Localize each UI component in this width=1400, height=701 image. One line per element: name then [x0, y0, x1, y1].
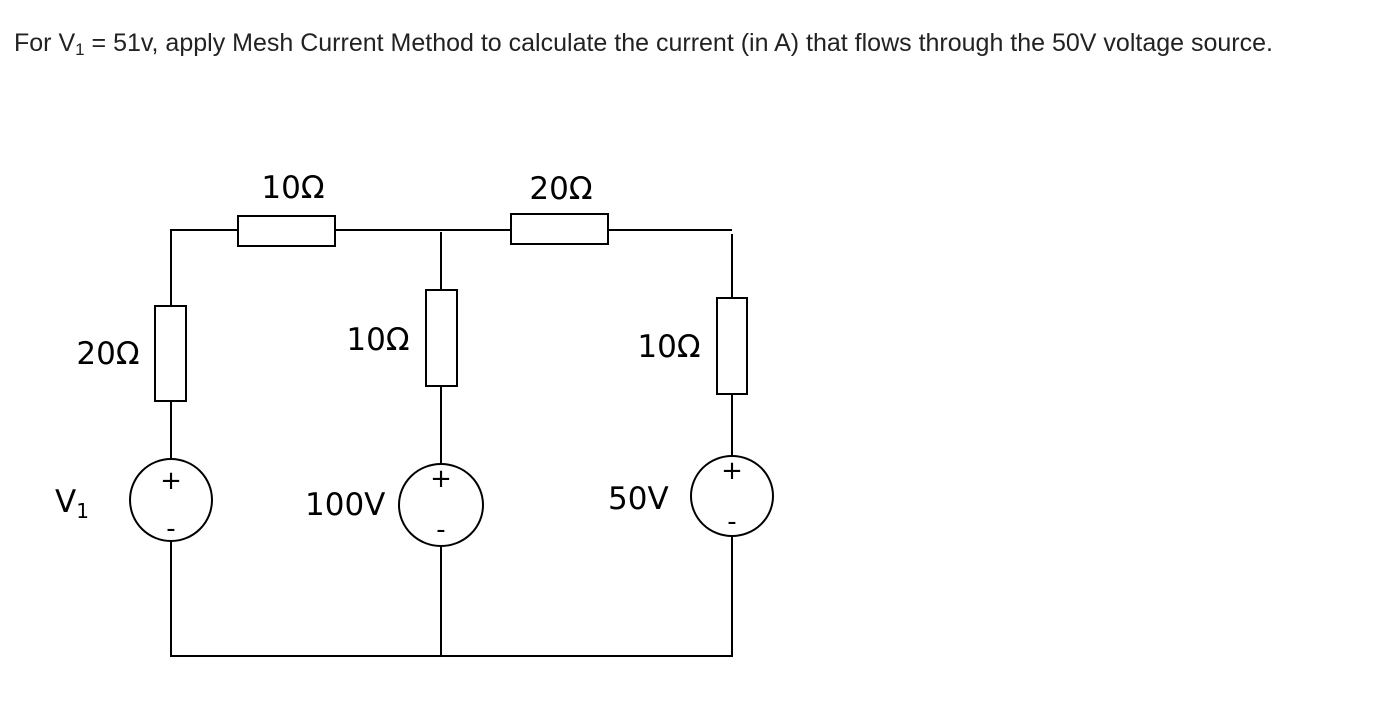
voltage-source-right-plus: +: [721, 456, 743, 486]
voltage-source-left-minus: -: [166, 514, 175, 544]
voltage-source-right: [690, 455, 774, 537]
resistor-top-right: [510, 213, 609, 245]
voltage-source-left-plus: +: [160, 466, 182, 496]
resistor-middle: [425, 289, 458, 387]
resistor-top-left: [237, 215, 336, 247]
resistor-left-label: 20Ω: [76, 336, 139, 372]
voltage-source-left-label-main: V: [55, 484, 76, 520]
question-body: = 51v, apply Mesh Current Method to calc…: [84, 29, 1273, 57]
voltage-source-right-minus: -: [727, 507, 736, 537]
voltage-source-middle-plus: +: [430, 464, 452, 494]
voltage-source-left-label: V1: [55, 484, 89, 523]
voltage-source-right-label: 50V: [608, 481, 669, 517]
question-prefix: For V: [14, 29, 76, 57]
voltage-source-middle: [398, 463, 484, 547]
resistor-middle-label: 10Ω: [346, 322, 409, 358]
resistor-right: [716, 297, 748, 395]
left-top-wire: [170, 229, 238, 306]
resistor-right-label: 10Ω: [637, 329, 700, 365]
circuit-wires: [170, 229, 733, 657]
voltage-source-middle-minus: -: [436, 515, 445, 545]
resistor-top-right-label: 20Ω: [529, 171, 592, 207]
question-prefix-subscript: 1: [75, 40, 85, 59]
question-text: For V1 = 51v, apply Mesh Current Method …: [14, 22, 1374, 64]
resistor-left: [154, 305, 187, 402]
resistor-top-left-label: 10Ω: [261, 170, 324, 206]
voltage-source-left: [129, 458, 213, 542]
voltage-source-left-label-subscript: 1: [76, 499, 89, 523]
voltage-source-middle-label: 100V: [305, 487, 385, 523]
